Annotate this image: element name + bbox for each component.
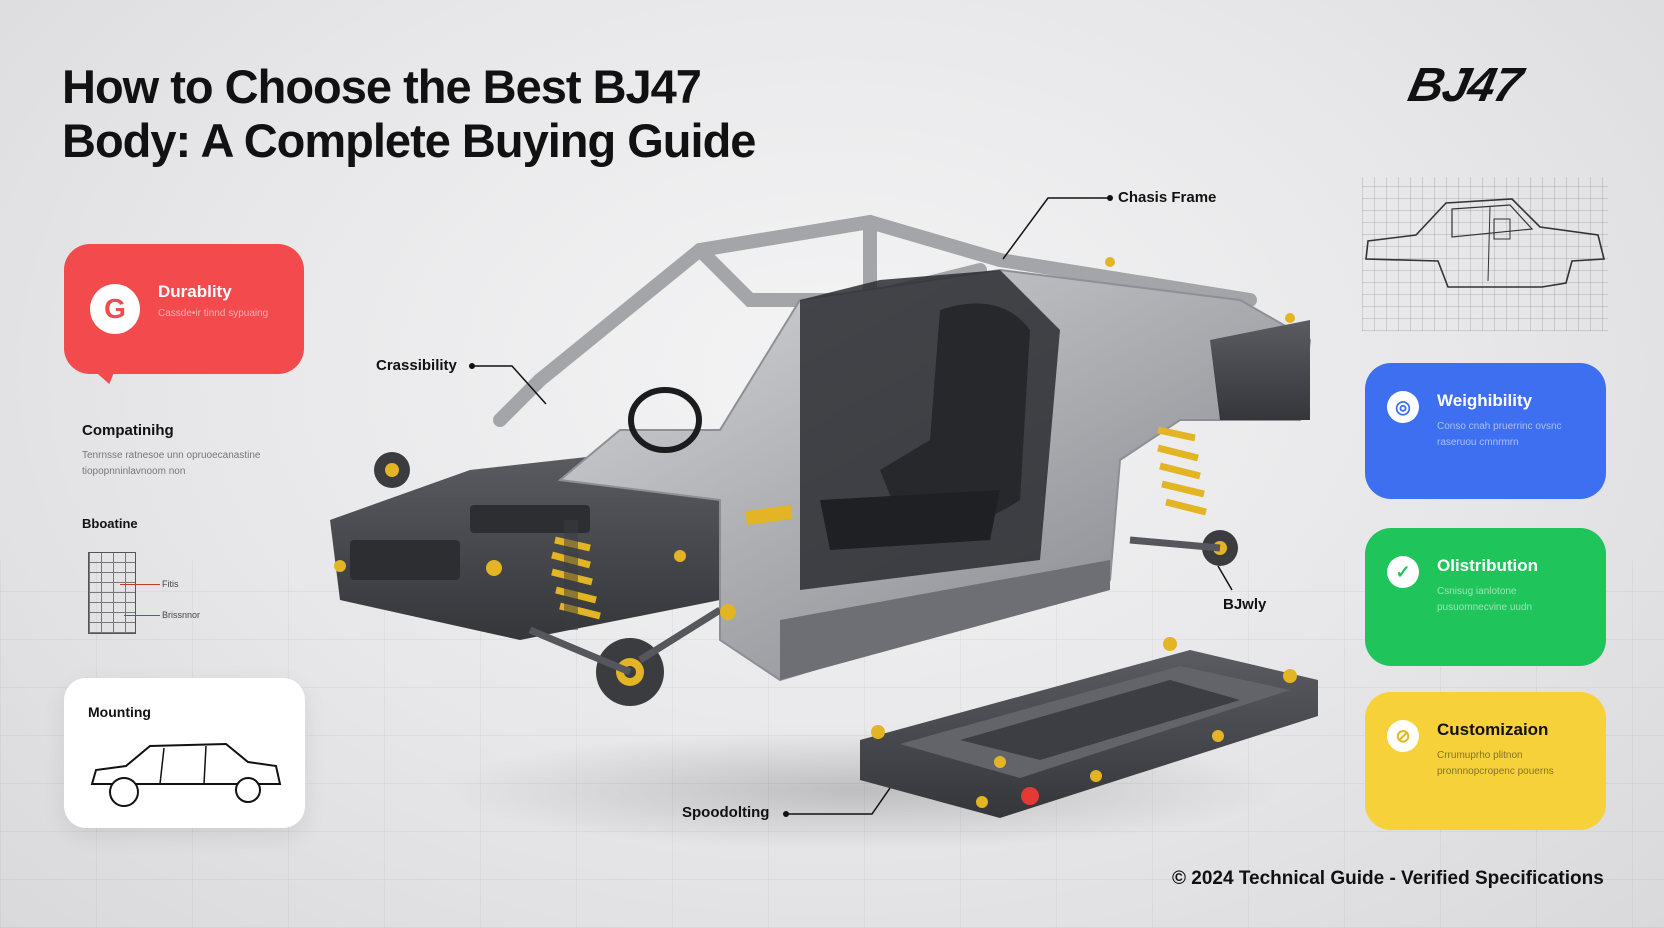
- footer-copyright: © 2024 Technical Guide - Verified Specif…: [1172, 868, 1604, 889]
- red-plug: [1021, 787, 1039, 805]
- durability-label: Durablity: [158, 282, 232, 301]
- mini-label-1: Fitis: [162, 579, 179, 589]
- mini-spec-table: [88, 552, 136, 634]
- customization-label: Customizaion: [1437, 720, 1549, 739]
- car-blueprint-icon: [1365, 198, 1606, 288]
- yellow-badge: [745, 505, 793, 525]
- page-title: How to Choose the Best BJ47 Body: A Comp…: [62, 60, 822, 168]
- title-line-2: Body: A Complete Buying Guide: [62, 114, 756, 167]
- callout-bjwly: BJwly: [1223, 596, 1267, 613]
- mini-label-2: Brissnnor: [162, 610, 201, 620]
- weight-desc: Conso cnah pruerrinc ovsnc raseruou cmnr…: [1437, 421, 1562, 448]
- skid-plate-bolts: [871, 637, 1297, 808]
- g-logo-icon: G: [90, 284, 140, 334]
- seat: [880, 303, 1030, 527]
- title-line-1: How to Choose the Best BJ47: [62, 60, 702, 113]
- distribution-label: Olistribution: [1437, 556, 1539, 575]
- slash-circle-icon: ⊘: [1387, 720, 1419, 752]
- weight-card[interactable]: ◎ Weighibility Conso cnah pruerrinc ovsn…: [1365, 363, 1606, 499]
- blueprint-grid: [1362, 177, 1608, 331]
- distribution-desc: Csnisug ianlotone pusuomnecvine uudn: [1437, 586, 1533, 613]
- frame-bolts: [334, 257, 1295, 620]
- callout-spoodolting: Spoodolting: [682, 804, 770, 821]
- durability-card[interactable]: G Durablity Cassde•ir tinnd sypuaing: [64, 244, 304, 384]
- rear-spring: [1157, 426, 1207, 516]
- mini-pointer-2: [124, 615, 160, 616]
- rear-frame: [1210, 320, 1310, 420]
- mini-pointer-1: [120, 584, 160, 585]
- mounting-label: Mounting: [88, 704, 151, 720]
- distribution-card[interactable]: ✓ Olistribution Csnisug ianlotone pusuom…: [1365, 528, 1606, 666]
- boating-heading: Bboatine: [82, 516, 138, 531]
- front-frame: [330, 450, 720, 640]
- compatibility-text: Tenrnsse ratnesoe unn opruoecanastine ti…: [82, 450, 261, 477]
- callout-chassis-frame: Chasis Frame: [1118, 189, 1217, 206]
- circle-ring-icon: ◎: [1387, 391, 1419, 423]
- steering-wheel: [628, 387, 702, 453]
- customization-card[interactable]: ⊘ Customizaion Crrumuprho plitnon pronnn…: [1365, 692, 1606, 830]
- callout-crassibility: Crassibility: [376, 357, 457, 374]
- car-outline-icon: [90, 742, 282, 807]
- durability-desc: Cassde•ir tinnd sypuaing: [158, 308, 269, 319]
- checkmark-icon: ✓: [1387, 556, 1419, 588]
- callout-lines: [472, 197, 1233, 815]
- weight-label: Weighibility: [1437, 391, 1533, 410]
- compatibility-heading: Compatinihg: [82, 422, 174, 439]
- suspension-arms: [528, 536, 1221, 676]
- mounting-card[interactable]: Mounting: [64, 678, 305, 828]
- customization-desc: Crrumuprho plitnon pronnnopcropenc pouer…: [1437, 750, 1554, 777]
